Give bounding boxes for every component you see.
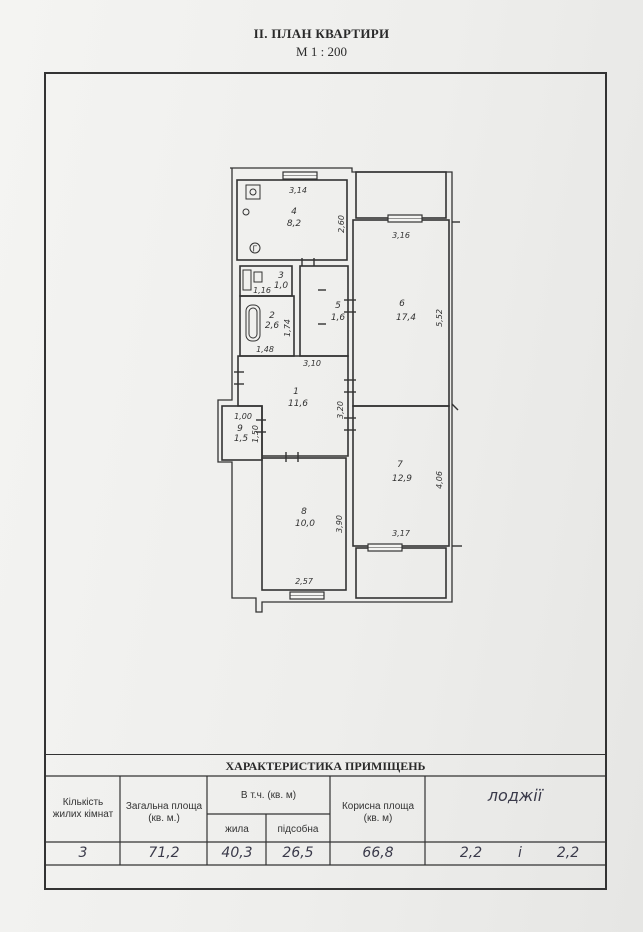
val-loggia-and: і	[518, 845, 522, 861]
room-5-number: 5	[335, 301, 341, 311]
dim-corridor-depth: 3,20	[336, 401, 345, 419]
val-useful-area: 66,8	[362, 845, 394, 861]
room-7-number: 7	[397, 460, 403, 470]
room-2-area: 2,6	[265, 321, 280, 331]
dim-kitchen-width: 3,14	[289, 186, 307, 195]
dim-room-8-width: 2,57	[295, 577, 314, 586]
dim-corridor-width: 3,10	[303, 359, 321, 368]
col-total-header: Загальна площа (кв. м.)	[125, 801, 203, 824]
dim-room-6-depth: 5,52	[435, 309, 444, 327]
washbasin-icon	[253, 271, 263, 283]
dim-room-7-width: 3,17	[392, 529, 411, 538]
room-2-number: 2	[269, 311, 275, 321]
toilet-icon	[242, 269, 252, 291]
col-rooms-header: Кількість жилих кімнат	[52, 797, 114, 820]
boiler-icon	[249, 242, 261, 254]
room-1-number: 1	[293, 387, 299, 397]
plan-scale: М 1 : 200	[296, 44, 347, 59]
room-7-area: 12,9	[392, 474, 412, 484]
room-5-walls	[299, 265, 349, 357]
room-9-walls	[221, 405, 263, 461]
col-incl-header: В т.ч. (кв. м)	[240, 790, 297, 801]
val-loggia-b: 2,2	[556, 845, 580, 861]
col-useful-header: Корисна площа (кв. м)	[341, 801, 415, 824]
dim-room-2-width: 1,48	[256, 345, 274, 354]
dim-room-9-width: 1,00	[234, 412, 252, 421]
room-4-area: 8,2	[287, 219, 302, 229]
val-loggia-a: 2,2	[459, 845, 483, 861]
room-6-area: 17,4	[396, 313, 416, 323]
room-9-area: 1,5	[234, 434, 249, 444]
val-total-area: 71,2	[148, 845, 180, 861]
room-9-number: 9	[237, 424, 243, 434]
boiler-mark: Г	[253, 245, 258, 254]
dim-room-7-depth: 4,06	[435, 471, 444, 489]
room-8-area: 10,0	[295, 519, 315, 529]
sink-icon	[242, 208, 250, 216]
room-8-number: 8	[301, 507, 307, 517]
dim-room-3-width: 1,16	[253, 286, 271, 295]
bathtub-icon	[245, 304, 261, 342]
room-5-area: 1,6	[331, 313, 346, 323]
dim-kitchen-depth: 2,60	[337, 215, 346, 233]
room-8-walls	[261, 457, 347, 591]
room-4-walls	[236, 179, 348, 261]
room-3-area: 1,0	[274, 281, 289, 291]
room-1-area: 11,6	[288, 399, 308, 409]
val-aux-area: 26,5	[282, 845, 314, 861]
loggia-top-walls	[355, 171, 447, 219]
col-loggia-header: лоджії	[487, 786, 543, 805]
room-3-number: 3	[278, 271, 284, 281]
plan-frame	[44, 72, 607, 890]
val-living-area: 40,3	[221, 845, 253, 861]
room-6-number: 6	[399, 299, 405, 309]
page-title: ІІ. ПЛАН КВАРТИРИ	[253, 26, 390, 41]
loggia-bottom-walls	[355, 547, 447, 599]
stove-icon	[245, 184, 261, 200]
dim-room-6-width: 3,16	[392, 231, 410, 240]
dim-room-8-depth: 3,90	[335, 515, 344, 533]
outer-wall-contour	[217, 167, 453, 613]
col-aux-header: підсобна	[277, 824, 319, 835]
room-4-number: 4	[291, 207, 297, 217]
col-living-header: жила	[225, 824, 249, 835]
dim-room-9-depth: 1,50	[251, 425, 260, 443]
table-title: ХАРАКТЕРИСТИКА ПРИМІЩЕНЬ	[44, 754, 607, 777]
val-rooms: 3	[78, 845, 88, 861]
dim-room-2-depth: 1,74	[283, 319, 292, 337]
